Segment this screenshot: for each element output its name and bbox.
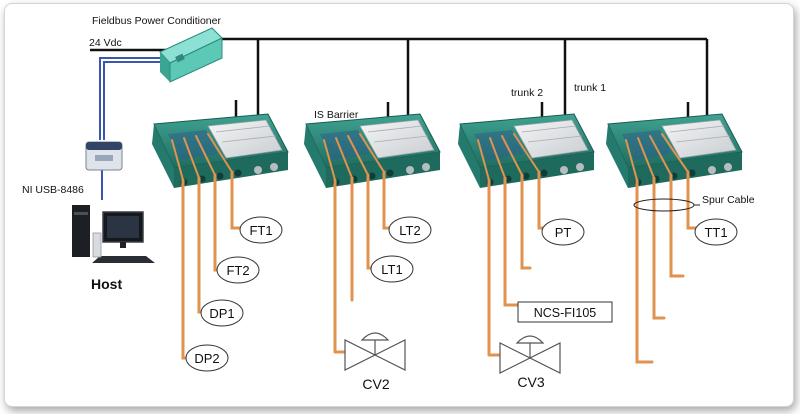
instrument-lt2: LT2 bbox=[388, 216, 432, 244]
valve-cv3-label: CV3 bbox=[517, 374, 544, 390]
spur-cables bbox=[171, 133, 700, 364]
valve-cv2-label: CV2 bbox=[362, 376, 389, 392]
supply-label: 24 Vdc bbox=[89, 37, 122, 49]
instrument-ft1-label: FT1 bbox=[249, 223, 272, 238]
instrument-ft1: FT1 bbox=[239, 216, 283, 244]
host-computer-icon bbox=[72, 205, 155, 263]
instrument-dp2-label: DP2 bbox=[194, 351, 219, 366]
instrument-ft2: FT2 bbox=[216, 256, 260, 284]
is-barrier-label: IS Barrier bbox=[314, 109, 359, 121]
instrument-lt2-label: LT2 bbox=[399, 223, 420, 238]
junction-box-1 bbox=[152, 113, 289, 188]
trunk2-label: trunk 2 bbox=[511, 87, 543, 99]
instrument-ncs-fi105: NCS-FI105 bbox=[517, 301, 613, 323]
junction-box-2 bbox=[304, 113, 441, 188]
valve-cv2-icon bbox=[335, 332, 406, 371]
host-label: Host bbox=[91, 276, 122, 292]
instrument-ft2-label: FT2 bbox=[226, 263, 249, 278]
usb-module-label: NI USB-8486 bbox=[22, 184, 84, 196]
instrument-dp1: DP1 bbox=[200, 299, 244, 327]
junction-box-4 bbox=[606, 113, 743, 188]
diagram-frame bbox=[4, 3, 794, 407]
instrument-pt: PT bbox=[541, 218, 585, 246]
usb-cable bbox=[99, 57, 163, 200]
instrument-lt1-label: LT1 bbox=[381, 262, 402, 277]
power-conditioner bbox=[159, 27, 223, 83]
instrument-tt1: TT1 bbox=[694, 218, 738, 246]
spur-cable-label: Spur Cable bbox=[702, 194, 755, 206]
power-conditioner-label: Fieldbus Power Conditioner bbox=[92, 15, 221, 27]
trunk1-label: trunk 1 bbox=[574, 82, 606, 94]
instrument-dp1-label: DP1 bbox=[209, 306, 234, 321]
instrument-dp2: DP2 bbox=[185, 344, 229, 372]
instrument-ncs-label: NCS-FI105 bbox=[534, 306, 597, 320]
usb-module-icon bbox=[85, 141, 123, 171]
instrument-pt-label: PT bbox=[555, 225, 572, 240]
spur-cable-ring bbox=[633, 198, 695, 212]
instrument-tt1-label: TT1 bbox=[704, 225, 727, 240]
junction-box-3 bbox=[458, 113, 595, 188]
valve-cv3-icon bbox=[489, 335, 561, 374]
instrument-lt1: LT1 bbox=[370, 255, 414, 283]
